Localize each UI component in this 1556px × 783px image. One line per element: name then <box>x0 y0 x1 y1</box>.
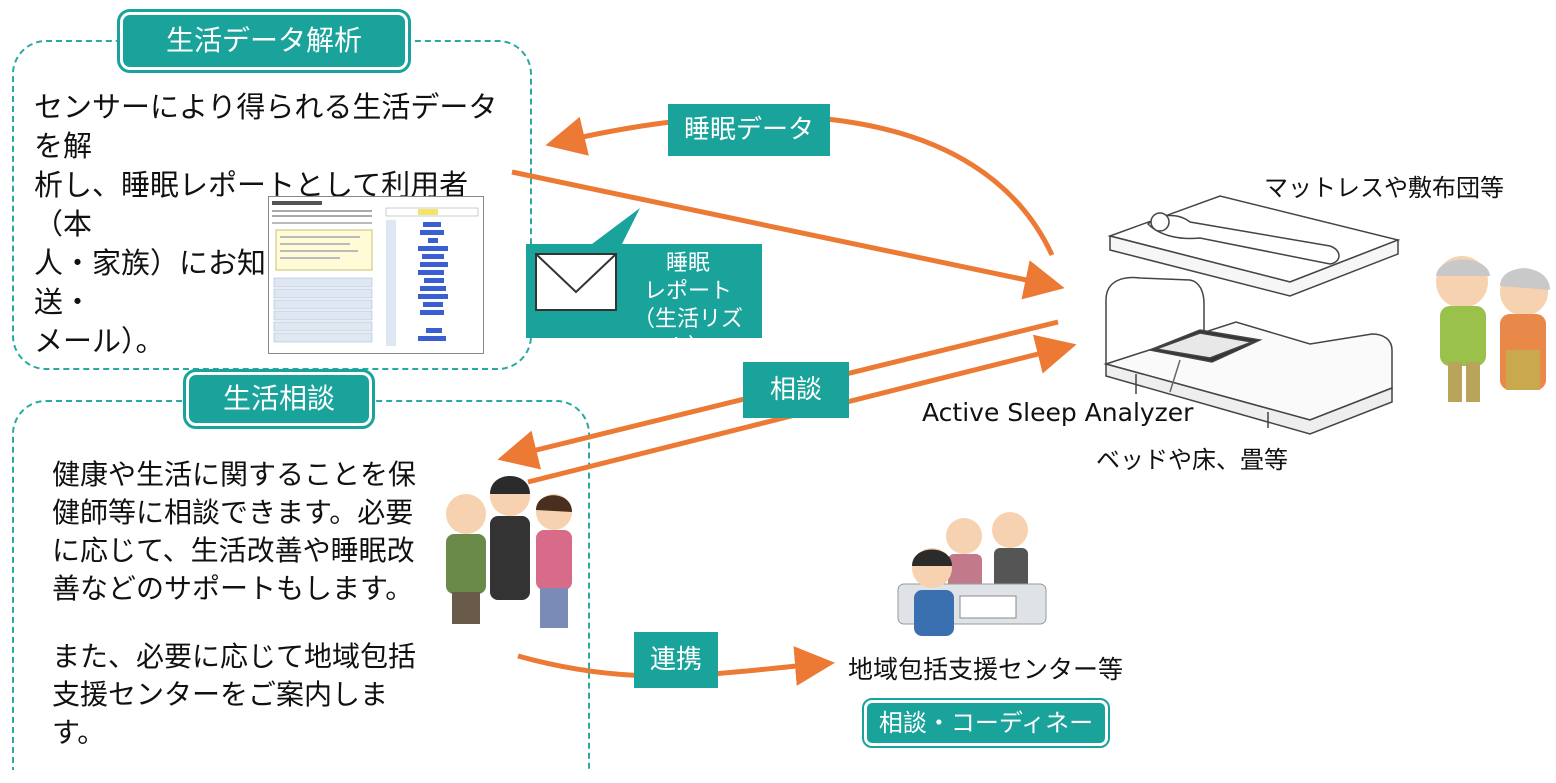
envelope-icon <box>535 253 617 311</box>
sleep-report-thumbnail <box>268 196 484 354</box>
mattress-caption: マットレスや敷布団等 <box>1264 174 1504 202</box>
consult-guidance: また、必要に応じて地域包括 支援センターをご案内します。 <box>52 640 417 749</box>
sleep-data-label: 睡眠データ <box>668 104 830 156</box>
sleep-data-arrow <box>545 113 1055 257</box>
counselor-group-illustration <box>446 476 572 628</box>
analyzer-caption: Active Sleep Analyzer <box>922 398 1194 427</box>
report-arrow <box>511 169 1065 300</box>
coordination-badge: 相談・コーディネート <box>862 698 1110 777</box>
community-center-name: 地域包括支援センター等 <box>848 655 1124 684</box>
sleep-report-label: 睡眠 レポート （生活リズム） <box>618 250 758 362</box>
bed-caption: ベッドや床、畳等 <box>1096 446 1288 474</box>
consult-title: 生活相談 <box>183 369 375 429</box>
bed-illustration <box>1103 276 1393 435</box>
report-label-line3: （生活リズム） <box>632 307 743 360</box>
analysis-title: 生活データ解析 <box>117 9 411 73</box>
elderly-couple-illustration <box>1436 256 1550 402</box>
cooperation-label: 連携 <box>634 632 718 688</box>
report-label-line2: レポート <box>643 279 732 304</box>
consultation-label: 相談 <box>743 362 849 418</box>
community-center-illustration <box>897 512 1047 636</box>
mattress-illustration <box>1107 195 1401 297</box>
report-label-line1: 睡眠 <box>665 251 710 276</box>
consult-description: 健康や生活に関することを保 健師等に相談できます。必要 に応じて、生活改善や睡眠… <box>52 458 417 605</box>
